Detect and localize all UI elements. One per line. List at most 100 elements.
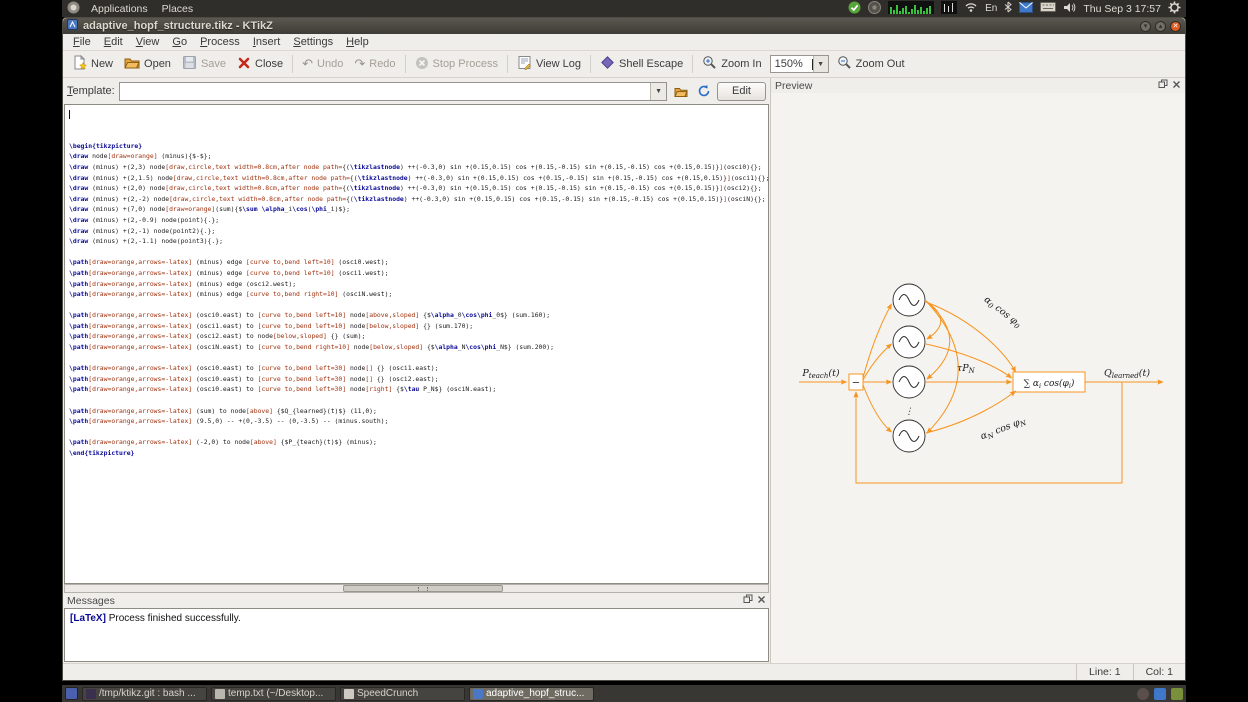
detach-panel-icon[interactable] bbox=[1158, 79, 1168, 92]
preview-panel-header: Preview bbox=[771, 78, 1185, 93]
horizontal-scrollbar[interactable] bbox=[64, 584, 769, 593]
keyboard-layout-indicator[interactable]: En bbox=[985, 3, 997, 14]
new-button[interactable]: New bbox=[67, 52, 118, 76]
menu-go[interactable]: Go bbox=[166, 35, 193, 49]
save-disk-icon bbox=[182, 55, 197, 73]
code-line: \end{tikzpicture} bbox=[69, 448, 768, 459]
terminal-icon bbox=[86, 689, 96, 699]
menu-process[interactable]: Process bbox=[194, 35, 246, 49]
taskbar-tray bbox=[1137, 688, 1183, 700]
zoom-level-combobox[interactable]: 150% ▼ bbox=[770, 55, 829, 73]
mail-icon[interactable] bbox=[1019, 2, 1033, 16]
latex-tag: [LaTeX] bbox=[70, 613, 106, 624]
taskbar-window-button[interactable]: /tmp/ktikz.git : bash ... bbox=[82, 687, 207, 701]
detach-panel-icon[interactable] bbox=[743, 594, 753, 607]
template-browse-button[interactable] bbox=[671, 82, 690, 101]
code-line bbox=[69, 353, 768, 364]
close-panel-icon[interactable] bbox=[1172, 80, 1181, 92]
code-line: \path[draw=orange,arrows=-latex] (minus)… bbox=[69, 257, 768, 268]
scrollbar-thumb[interactable] bbox=[343, 585, 503, 592]
messages-title: Messages bbox=[67, 595, 115, 607]
diagram-edges bbox=[799, 301, 1163, 483]
tray-icon[interactable] bbox=[1154, 688, 1166, 700]
view-log-button[interactable]: View Log bbox=[512, 52, 586, 76]
menu-help[interactable]: Help bbox=[340, 35, 375, 49]
code-editor[interactable]: \begin{tikzpicture}\draw node[draw=orang… bbox=[64, 104, 769, 584]
wifi-icon[interactable] bbox=[964, 1, 978, 16]
ktikz-window-icon bbox=[67, 19, 78, 33]
preview-canvas: − ⋮ Pteach(t) Qlearned(t) τPN ∑ αi cos(φ… bbox=[771, 93, 1185, 663]
code-line: \draw (minus) +(2,1.5) node[draw,circle,… bbox=[69, 173, 768, 184]
chevron-down-icon[interactable]: ▼ bbox=[813, 56, 828, 72]
taskbar-window-button[interactable]: adaptive_hopf_struc... bbox=[469, 687, 594, 701]
applications-menu[interactable]: Applications bbox=[88, 3, 151, 15]
session-indicator-icon[interactable] bbox=[868, 1, 881, 17]
preview-title: Preview bbox=[775, 80, 812, 92]
show-desktop-button[interactable] bbox=[65, 687, 78, 700]
zoom-in-button[interactable]: Zoom In bbox=[697, 52, 766, 76]
volume-icon[interactable] bbox=[1063, 2, 1076, 16]
clock[interactable]: Thu Sep 3 17:57 bbox=[1083, 3, 1161, 15]
stop-icon bbox=[415, 56, 429, 73]
oscillator-circles bbox=[893, 284, 925, 452]
alphaN-label: αN cos φN bbox=[979, 415, 1028, 444]
template-reload-button[interactable] bbox=[694, 82, 713, 101]
open-button[interactable]: Open bbox=[119, 52, 176, 76]
menu-insert[interactable]: Insert bbox=[247, 35, 287, 49]
taskbar-window-button[interactable]: temp.txt (~/Desktop... bbox=[211, 687, 336, 701]
keyboard-icon[interactable] bbox=[1040, 2, 1056, 15]
code-line: \draw (minus) +(2,-1.1) node(point3){.}; bbox=[69, 236, 768, 247]
close-file-button-label: Close bbox=[255, 58, 283, 70]
stop-process-button[interactable]: Stop Process bbox=[410, 53, 503, 76]
menu-edit[interactable]: Edit bbox=[98, 35, 129, 49]
update-check-icon[interactable] bbox=[848, 1, 861, 17]
taskbar-window-button[interactable]: SpeedCrunch bbox=[340, 687, 465, 701]
sum-node-label: ∑ αi cos(φi) bbox=[1024, 378, 1075, 390]
tray-icon[interactable] bbox=[1171, 688, 1183, 700]
zoom-out-icon bbox=[837, 55, 852, 73]
save-button[interactable]: Save bbox=[177, 52, 231, 76]
menu-settings[interactable]: Settings bbox=[287, 35, 339, 49]
zoom-in-button-label: Zoom In bbox=[721, 58, 761, 70]
chevron-down-icon[interactable]: ▼ bbox=[650, 83, 666, 100]
template-edit-button[interactable]: Edit bbox=[717, 82, 766, 101]
undo-button[interactable]: ↶ Undo bbox=[297, 53, 348, 75]
template-combobox[interactable]: ▼ bbox=[119, 82, 667, 101]
zoom-out-button-label: Zoom Out bbox=[856, 58, 905, 70]
redo-button[interactable]: ↷ Redo bbox=[349, 53, 400, 75]
close-file-button[interactable]: Close bbox=[232, 53, 288, 76]
code-line: \path[draw=orange,arrows=-latex] (osciN.… bbox=[69, 342, 768, 353]
zoom-out-button[interactable]: Zoom Out bbox=[832, 52, 910, 76]
code-line: \begin{tikzpicture} bbox=[69, 141, 768, 152]
close-panel-icon[interactable] bbox=[757, 595, 766, 607]
menubar: FileEditViewGoProcessInsertSettingsHelp bbox=[63, 34, 1185, 51]
distro-logo-icon[interactable] bbox=[67, 1, 80, 17]
taskbar-window-label: /tmp/ktikz.git : bash ... bbox=[99, 688, 196, 699]
close-window-button[interactable]: ✕ bbox=[1170, 21, 1181, 32]
code-line: \path[draw=orange,arrows=-latex] (osci2.… bbox=[69, 331, 768, 342]
desktop: Applications Places En Thu Sep 3 17:57 a… bbox=[62, 0, 1186, 702]
minimize-button[interactable]: ▾ bbox=[1140, 21, 1151, 32]
gear-icon[interactable] bbox=[1168, 1, 1181, 17]
menu-view[interactable]: View bbox=[130, 35, 166, 49]
code-lines: \begin{tikzpicture}\draw node[draw=orang… bbox=[69, 141, 768, 459]
menu-file[interactable]: File bbox=[67, 35, 97, 49]
toolbar-separator bbox=[405, 55, 406, 73]
code-line: \draw (minus) +(2,0) node[draw,circle,te… bbox=[69, 183, 768, 194]
tray-icon[interactable] bbox=[1137, 688, 1149, 700]
view-log-button-label: View Log bbox=[536, 58, 581, 70]
bluetooth-icon[interactable] bbox=[1004, 1, 1012, 16]
code-line: \path[draw=orange,arrows=-latex] (osci1.… bbox=[69, 321, 768, 332]
window-titlebar[interactable]: adaptive_hopf_structure.tikz - KTikZ ▾ ▴… bbox=[63, 18, 1185, 34]
status-line-indicator: Line: 1 bbox=[1076, 664, 1133, 680]
shell-escape-button[interactable]: Shell Escape bbox=[595, 52, 688, 76]
cpu-frequency-applet[interactable] bbox=[941, 1, 957, 17]
messages-panel-header: Messages bbox=[63, 593, 770, 608]
minus-node-label: − bbox=[852, 378, 860, 389]
system-monitor-applet[interactable] bbox=[888, 1, 934, 17]
places-menu[interactable]: Places bbox=[159, 3, 197, 15]
toolbar: New Open Save Close ↶ Undo ↷ Redo bbox=[63, 51, 1185, 78]
toolbar-separator bbox=[292, 55, 293, 73]
text-editor-icon bbox=[215, 689, 225, 699]
maximize-button[interactable]: ▴ bbox=[1155, 21, 1166, 32]
